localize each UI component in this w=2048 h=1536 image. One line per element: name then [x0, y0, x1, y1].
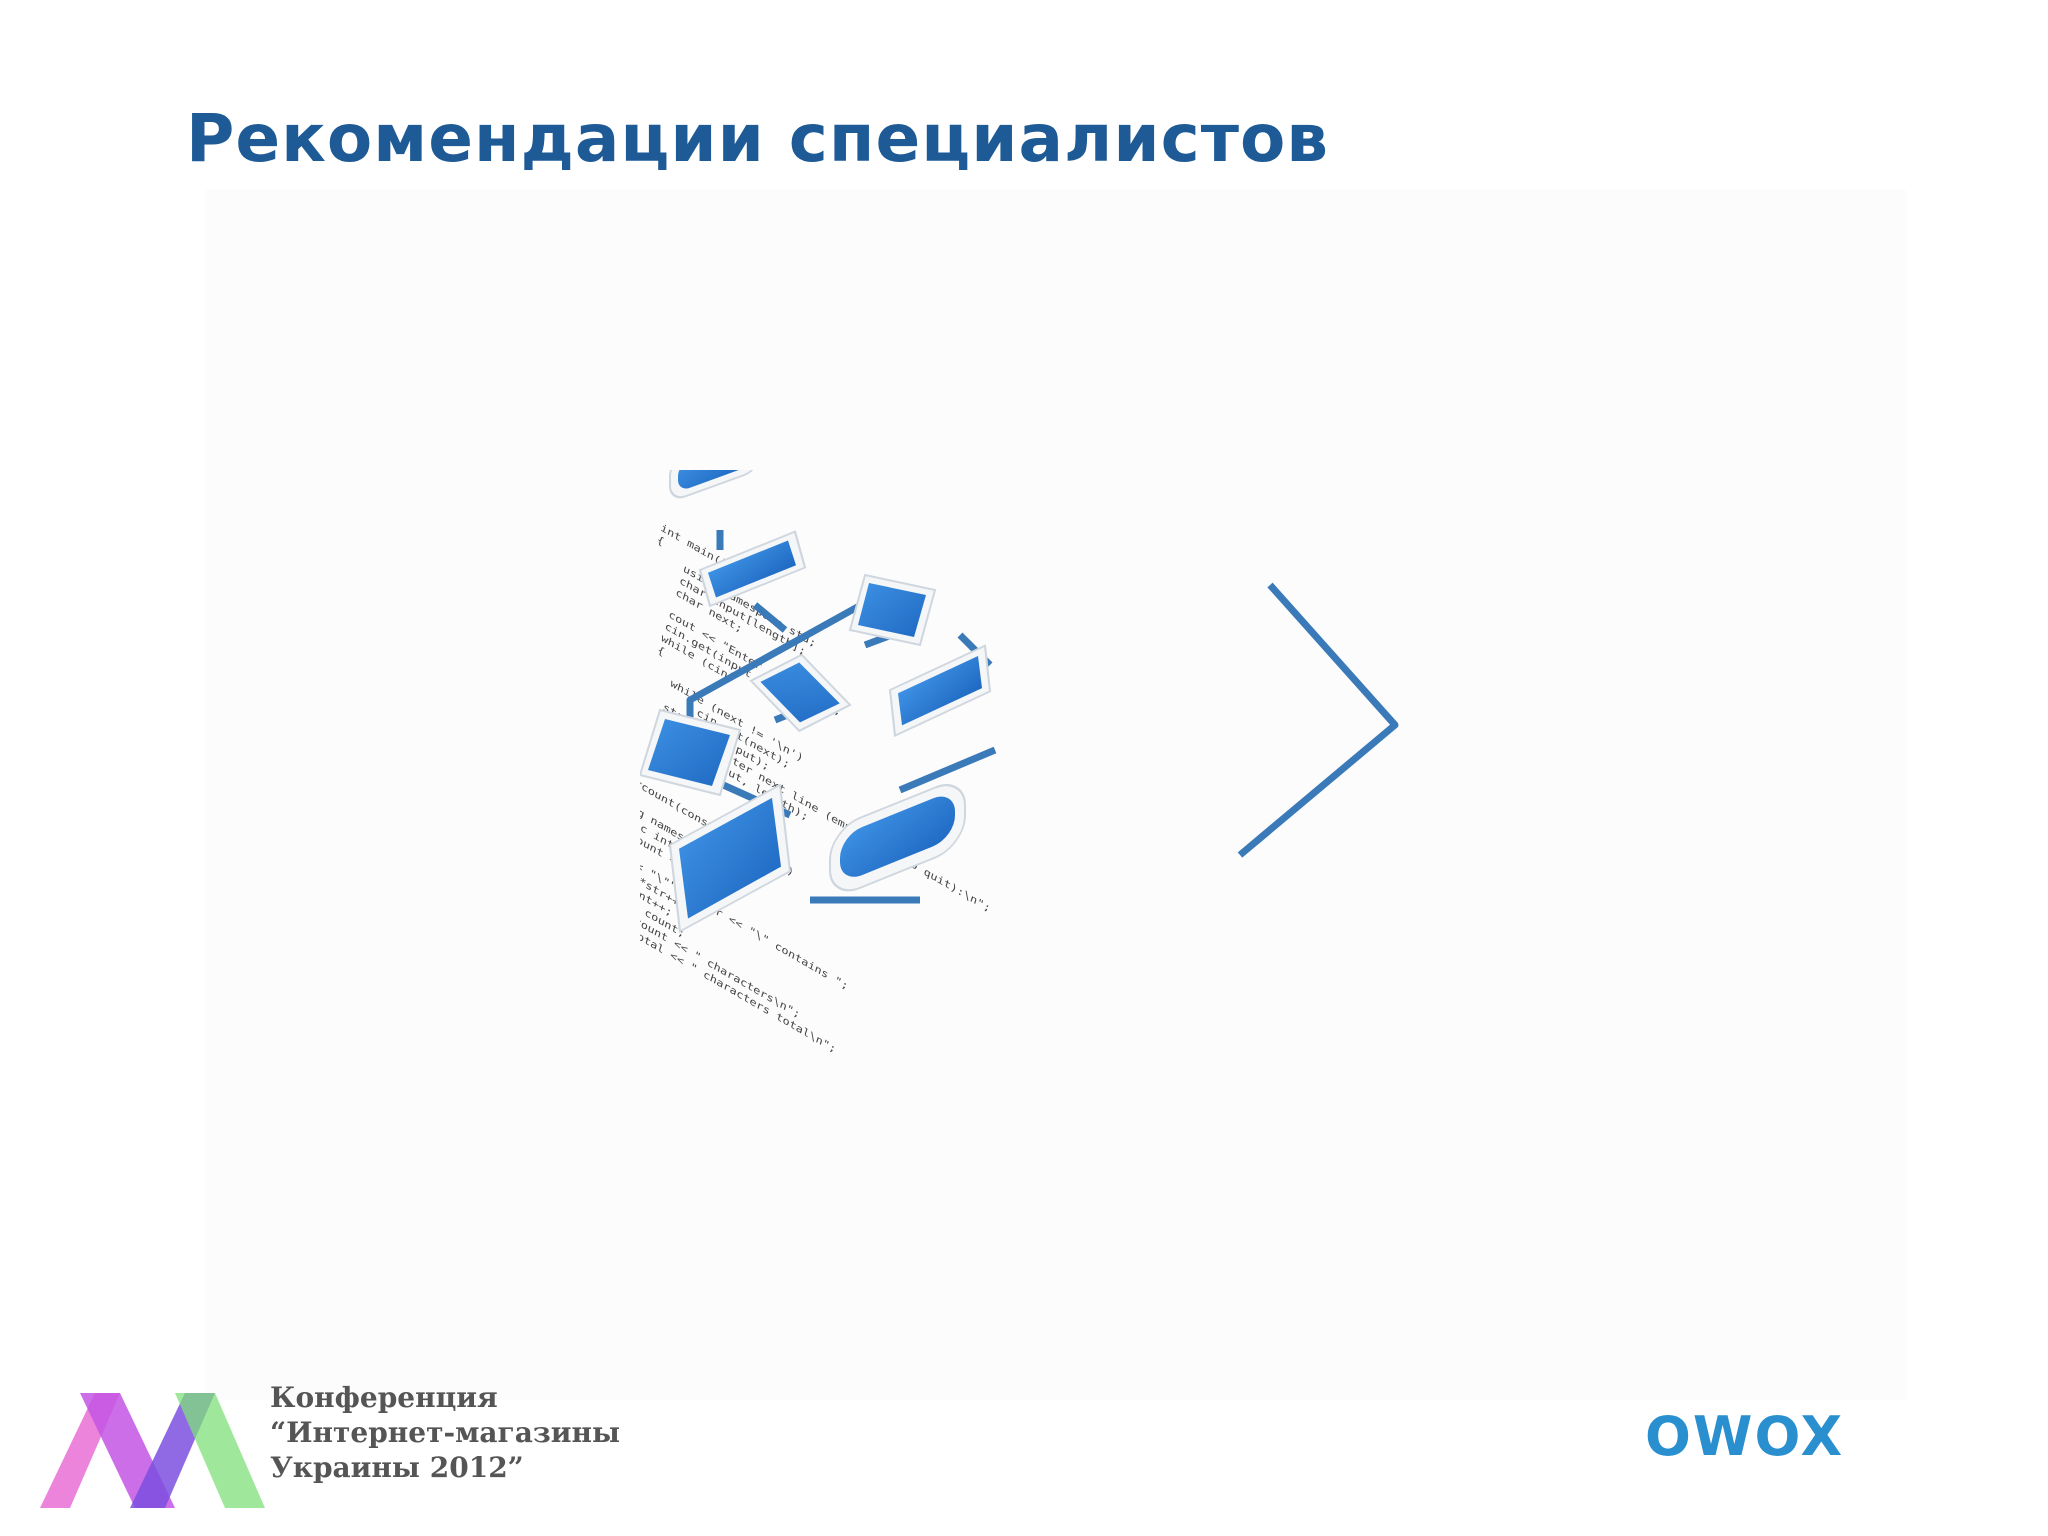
content-area [206, 190, 1906, 1400]
conference-caption-line: Украины 2012” [270, 1451, 524, 1484]
conference-caption-line: “Интернет-магазины [270, 1416, 621, 1449]
flow-box [669, 470, 761, 499]
owox-logo: OWOX [1645, 1405, 1845, 1468]
flow-box [640, 708, 742, 797]
connector [752, 602, 788, 633]
conference-caption-line: Конференция [270, 1381, 498, 1414]
flow-box [888, 644, 992, 738]
flow-box [848, 573, 937, 647]
code-line: { [655, 533, 665, 548]
slide-title: Рекомендации специалистов [186, 100, 1330, 177]
flow-box [749, 653, 852, 733]
connector [898, 746, 997, 794]
conference-caption: Конференция “Интернет-магазины Украины 2… [270, 1380, 620, 1485]
flowchart-illustration: int main() { using namespace std; char i… [640, 470, 1399, 1055]
conference-logo [40, 1393, 265, 1508]
flow-boxes [640, 470, 992, 933]
loop-connector-right [1237, 582, 1399, 858]
code-listing: int main() { using namespace std; char i… [640, 521, 992, 1055]
code-line: { [656, 643, 666, 658]
flow-box [698, 530, 807, 608]
flow-box [668, 783, 792, 933]
flow-box [829, 784, 966, 892]
